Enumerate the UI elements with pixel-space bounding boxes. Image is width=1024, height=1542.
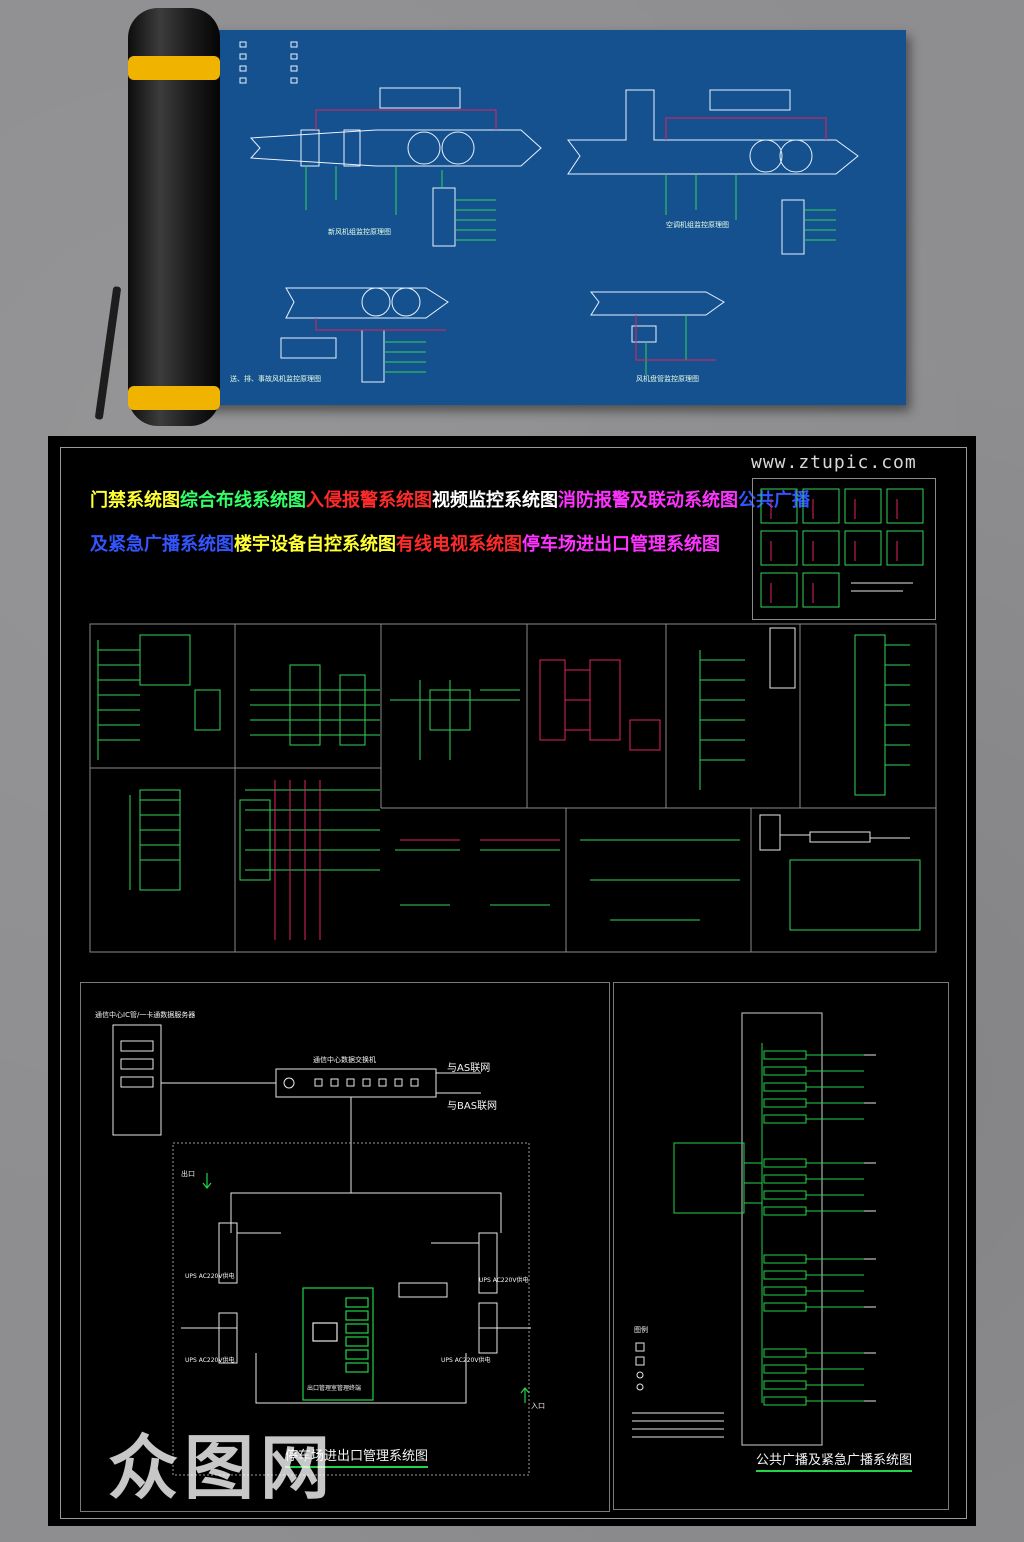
net-label-2: 与BAS联网 (447, 1101, 498, 1112)
brand-watermark: 众图网 (108, 1427, 336, 1509)
ups-label-3: UPS AC220V供电 (479, 1277, 529, 1284)
blueprint-legend (239, 41, 298, 84)
broadcast-caption: 公共广播及紧急广播系统图 (756, 1449, 913, 1472)
parking-diagram (112, 1024, 531, 1476)
paper-roll (128, 8, 220, 426)
entry-label: 出口 (181, 1170, 195, 1178)
blueprint-caption-1: 新风机组监控原理图 (328, 228, 391, 236)
ups-label-2: UPS AC220V供电 (185, 1357, 235, 1364)
title2-seg-0: 及紧急广播系统图 (90, 534, 234, 555)
server-label: 通信中心IC管/一卡通数据服务器 (95, 1011, 196, 1019)
title-seg-3: 视频监控系统图 (432, 490, 558, 511)
title-seg-5: 公共广播 (738, 490, 810, 511)
site-watermark: www.ztupic.com (751, 452, 917, 473)
title-seg-2: 入侵报警系统图 (306, 490, 432, 511)
ups-label-1: UPS AC220V供电 (185, 1273, 235, 1280)
exit-label: 入口 (531, 1402, 545, 1410)
cctv-thumbnail-panel (752, 478, 936, 620)
cctv-thumbnail-grid (760, 488, 924, 608)
blueprint-caption-2: 空调机组监控原理图 (666, 221, 729, 229)
title-seg-0: 门禁系统图 (90, 490, 180, 511)
mgmt-label: 出口管理室管理终端 (307, 1385, 362, 1392)
parking-caption: 停车场进出口管理系统图 (285, 1445, 429, 1468)
title-line-1: 门禁系统图综合布线系统图入侵报警系统图视频监控系统图消防报警及联动系统图公共广播 (90, 486, 810, 512)
poster (48, 436, 976, 1526)
net-label-1: 与AS联网 (447, 1063, 491, 1074)
blueprint-sheet: 新风机组监控原理图 空调机组监控原理图 送、排、事故风机监控原理图 风机盘管监控… (196, 30, 906, 405)
switch-label: 通信中心数据交换机 (313, 1056, 376, 1064)
ups-label-4: UPS AC220V供电 (441, 1357, 491, 1364)
blueprint-caption-4: 风机盘管监控原理图 (636, 375, 699, 383)
broadcast-diagram (632, 1012, 876, 1446)
title2-seg-1: 楼宇设备自控系统图 (234, 534, 396, 555)
title2-seg-2: 有线电视系统图 (396, 534, 522, 555)
title-seg-4: 消防报警及联动系统图 (558, 490, 738, 511)
broadcast-legend-title: 图例 (634, 1326, 648, 1334)
broadcast-system-panel: 图例 公共广播及紧急广播系统图 (613, 982, 949, 1510)
blueprint-caption-3: 送、排、事故风机监控原理图 (230, 375, 321, 383)
roll-band-top (128, 56, 220, 80)
poster-frame (60, 447, 967, 1519)
title-line-2: 及紧急广播系统图楼宇设备自控系统图有线电视系统图停车场进出口管理系统图 (90, 530, 720, 556)
parking-system-panel: 通信中心IC管/一卡通数据服务器 通信中心数据交换机 与AS联网 与BAS联网 … (80, 982, 610, 1512)
roll-band-bottom (128, 386, 220, 410)
blueprint-diagrams (239, 41, 859, 383)
title2-seg-3: 停车场进出口管理系统图 (522, 534, 720, 555)
title-seg-1: 综合布线系统图 (180, 490, 306, 511)
